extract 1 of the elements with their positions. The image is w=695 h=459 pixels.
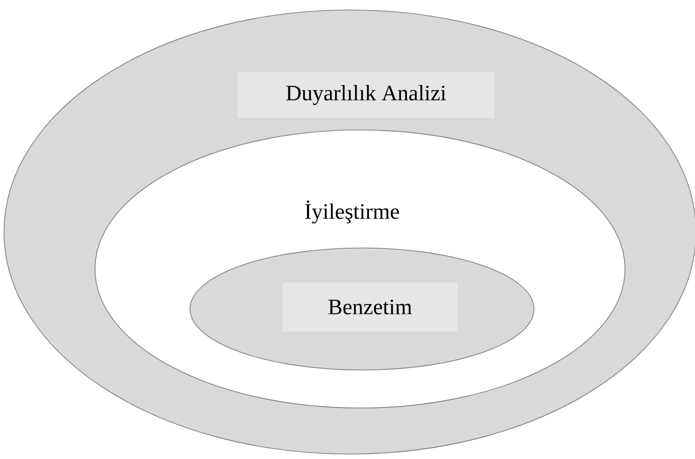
ellipse-region: Benzetim: [190, 248, 534, 370]
